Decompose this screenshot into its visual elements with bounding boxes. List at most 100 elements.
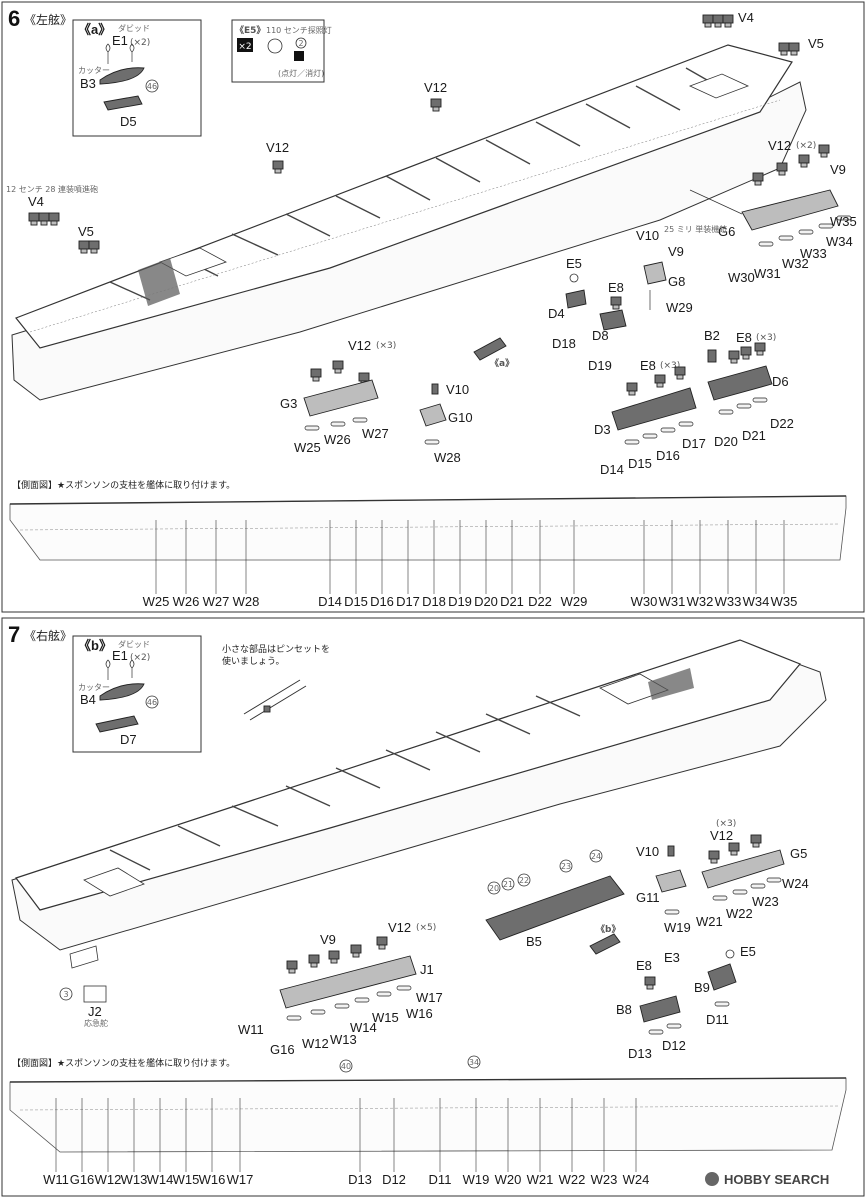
ref-a-label: 《a》 xyxy=(490,358,514,369)
label-b2: B2 xyxy=(704,328,720,343)
mid-fittings: E5 D4 E8 D8 B2 E8 (×3) D6 D22 D21 D20 xyxy=(548,256,794,449)
label-w23: W23 xyxy=(752,894,779,909)
label-b8: B8 xyxy=(616,1002,632,1017)
inset-b-e1-count: (×2) xyxy=(130,653,150,663)
label-d17: D17 xyxy=(682,436,706,451)
side-view-6-label: W25 xyxy=(143,594,170,609)
side-view-6-label: W35 xyxy=(771,594,798,609)
b5-part xyxy=(485,875,625,941)
side-view-6-label: W28 xyxy=(233,594,260,609)
label-d3: D3 xyxy=(594,422,611,437)
label-v12-x2-count: (×2) xyxy=(796,141,816,151)
tweezers-icon xyxy=(243,679,307,721)
label-v12-b: V12 xyxy=(424,80,447,95)
g6-sponson-assembly: G6 W35 W34 W33 W32 W31 W30 xyxy=(689,144,857,285)
marker-21: 21 xyxy=(503,880,513,889)
inset-b-b4: B4 xyxy=(80,692,96,707)
label-g6: G6 xyxy=(718,224,735,239)
d4-part xyxy=(565,289,587,309)
b8-b9-assembly: E5 B9 D11 E8 E3 B8 D13 D12 xyxy=(616,944,756,1061)
step-6-number: 6 xyxy=(8,6,20,31)
side-view-6-label: D15 xyxy=(344,594,368,609)
step-6: 6 《左舷》 《a》 ダビッド E1 (×2) カッター B3 46 D5 《E… xyxy=(1,1,865,613)
label-d11: D11 xyxy=(706,1012,729,1027)
inset-e5-marker: 2 xyxy=(298,39,303,48)
label-v12-x2: V12 xyxy=(768,138,791,153)
side-view-6-label: W27 xyxy=(203,594,230,609)
tweezers-note: 小さな部品はピンセットを 使いましょう。 xyxy=(222,643,330,721)
b9-part xyxy=(707,963,737,991)
inset-b-d7: D7 xyxy=(120,732,137,747)
label-e3: E3 xyxy=(664,950,680,965)
searchlight-icon xyxy=(267,38,283,54)
label-w28: W28 xyxy=(434,450,461,465)
g10-assembly: V10 G10 W28 xyxy=(419,382,473,465)
marker-20: 20 xyxy=(489,884,499,893)
step6-side-heading: 【側面図】★スポンソンの支柱を艦体に取り付けます。 xyxy=(12,479,235,491)
side-view-7-label: W14 xyxy=(147,1172,174,1187)
inset-b-marker: 46 xyxy=(147,698,157,707)
tweezers-note-line1: 小さな部品はピンセットを xyxy=(222,643,330,655)
label-j1: J1 xyxy=(420,962,434,977)
ref-a: 《a》 xyxy=(473,337,514,369)
label-d13: D13 xyxy=(628,1046,652,1061)
label-v12-x3-7: V12 xyxy=(710,828,733,843)
j2-assembly: 3 J2 応急舵 xyxy=(59,945,108,1028)
label-w31: W31 xyxy=(754,266,781,281)
b8-part xyxy=(639,995,681,1023)
inset-a-e1-count: (×2) xyxy=(130,38,150,48)
label-v10-top: V10 xyxy=(636,228,659,243)
label-g3: G3 xyxy=(280,396,297,411)
label-w12: W12 xyxy=(302,1036,329,1051)
d6-part xyxy=(707,365,773,401)
marker-24: 24 xyxy=(591,852,601,861)
watermark-text: HOBBY SEARCH xyxy=(724,1172,829,1187)
side-profile-hull xyxy=(9,495,847,561)
label-w29: W29 xyxy=(666,300,693,315)
label-e5: E5 xyxy=(566,256,582,271)
side-view-6-label: D16 xyxy=(370,594,394,609)
b5-markers: 20 21 22 23 24 xyxy=(487,849,603,895)
label-g10: G10 xyxy=(448,410,473,425)
inset-e5: 《E5》 110 センチ探照灯 ×2 2 (点灯／消灯) xyxy=(231,19,332,83)
v10-note: 25 ミリ 単装機銃 xyxy=(664,224,727,234)
label-e8-a: E8 xyxy=(608,280,624,295)
side-view-7-label: W16 xyxy=(199,1172,226,1187)
side-view-7-label: G16 xyxy=(70,1172,95,1187)
marker-40: 40 xyxy=(341,1062,351,1071)
carrier-starboard-hull xyxy=(11,639,827,951)
cutter-boat-part xyxy=(99,67,145,85)
watermark: HOBBY SEARCH xyxy=(705,1172,829,1187)
label-d12: D12 xyxy=(662,1038,686,1053)
side-view-6-label: D14 xyxy=(318,594,342,609)
label-e8-x3-a: E8 xyxy=(736,330,752,345)
label-v12-x3: V12 xyxy=(348,338,371,353)
davit-base-part-b xyxy=(95,715,139,733)
side-view-7-label: W12 xyxy=(95,1172,122,1187)
carrier-port-hull xyxy=(11,44,807,401)
label-d8: D8 xyxy=(592,328,609,343)
label-g8: G8 xyxy=(668,274,685,289)
label-e8-7: E8 xyxy=(636,958,652,973)
elevator-front xyxy=(688,73,750,99)
side-view-7-label: W23 xyxy=(591,1172,618,1187)
side-view-7-label: D12 xyxy=(382,1172,406,1187)
label-w16: W16 xyxy=(406,1006,433,1021)
marker-3: 3 xyxy=(63,990,68,999)
inset-b-e1: E1 xyxy=(112,648,128,663)
inset-a-title: 《a》 xyxy=(78,22,111,37)
label-v12-x3-count-7: (×3) xyxy=(716,819,736,829)
side-view-7-label: W17 xyxy=(227,1172,254,1187)
label-w25: W25 xyxy=(294,440,321,455)
d8-part xyxy=(599,309,627,331)
label-g16: G16 xyxy=(270,1042,295,1057)
side-view-6-label: D17 xyxy=(396,594,420,609)
label-d22: D22 xyxy=(770,416,794,431)
label-v9-bow: V9 xyxy=(830,162,846,177)
side-view-7-label: W11 xyxy=(43,1172,69,1187)
side-view-7-label: W21 xyxy=(527,1172,554,1187)
label-w11: W11 xyxy=(238,1022,264,1037)
side-view-6-label: W26 xyxy=(173,594,200,609)
